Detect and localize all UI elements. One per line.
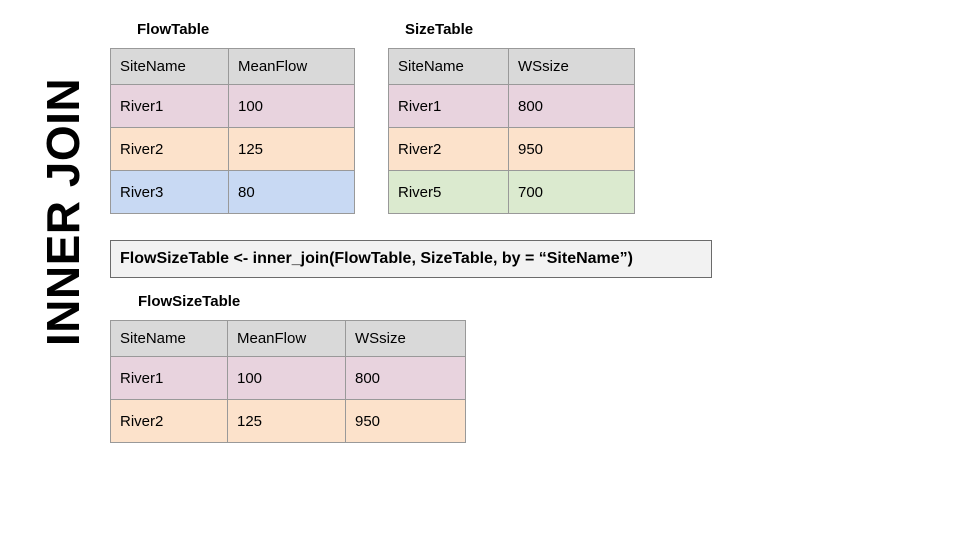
table-cell: River2 (110, 399, 228, 443)
table-cell: 800 (508, 84, 635, 128)
column-header: SiteName (388, 48, 509, 85)
table-cell: 125 (227, 399, 346, 443)
table-cell: 125 (228, 127, 355, 171)
column-header: MeanFlow (228, 48, 355, 85)
table-cell: 950 (508, 127, 635, 171)
column-header: SiteName (110, 320, 228, 357)
table-cell: River2 (110, 127, 229, 171)
table-cell: River5 (388, 170, 509, 214)
table-cell: 80 (228, 170, 355, 214)
formula-box: FlowSizeTable <- inner_join(FlowTable, S… (110, 240, 712, 278)
column-header: WSsize (345, 320, 466, 357)
column-header: SiteName (110, 48, 229, 85)
table-cell: 100 (228, 84, 355, 128)
table-cell: River1 (388, 84, 509, 128)
table-cell: River2 (388, 127, 509, 171)
flow-size-table-title: FlowSizeTable (138, 293, 241, 310)
table-cell: 800 (345, 356, 466, 400)
table-cell: River1 (110, 356, 228, 400)
table-cell: 950 (345, 399, 466, 443)
table-cell: 700 (508, 170, 635, 214)
flow-table-title: FlowTable (137, 21, 210, 38)
size-table-title: SizeTable (405, 21, 474, 38)
column-header: MeanFlow (227, 320, 346, 357)
table-cell: River3 (110, 170, 229, 214)
section-label-inner-join: INNER JOIN (37, 77, 89, 347)
column-header: WSsize (508, 48, 635, 85)
table-cell: 100 (227, 356, 346, 400)
table-cell: River1 (110, 84, 229, 128)
formula-code-text: FlowSizeTable <- inner_join(FlowTable, S… (120, 250, 633, 267)
